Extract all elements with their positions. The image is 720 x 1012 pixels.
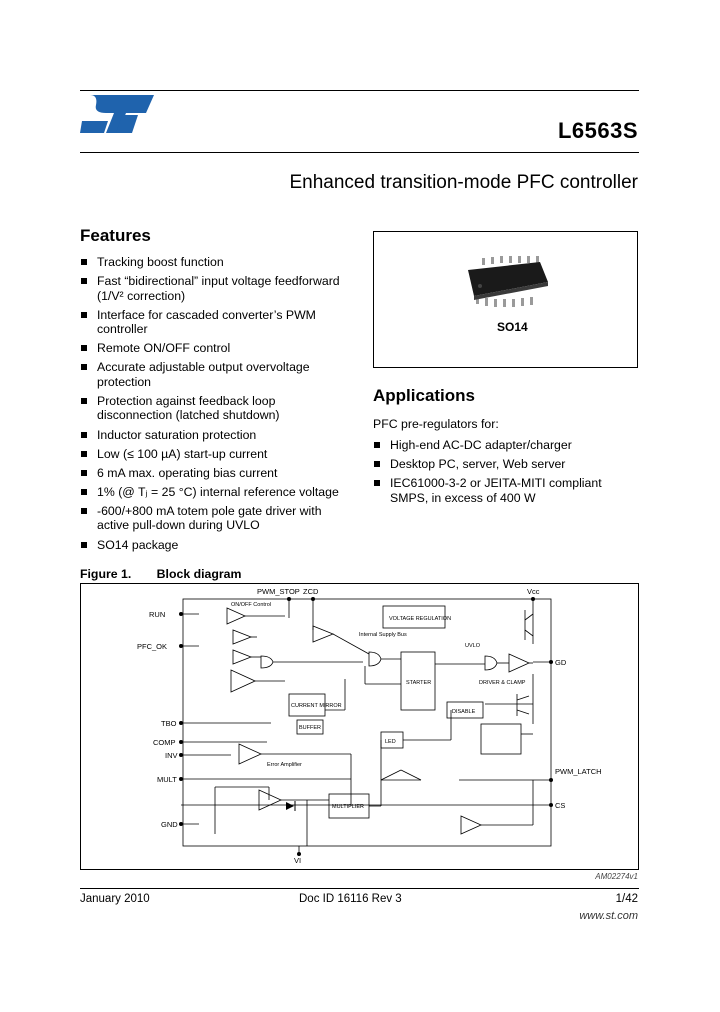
pin-tbo: TBO <box>161 719 177 728</box>
block-uvlo: UVLO <box>465 643 481 649</box>
block-diagram: RUN PFC_OK TBO COMP INV MULT GND PWM_STO… <box>80 583 639 870</box>
block-current-mirror: CURRENT MIRROR <box>291 703 342 709</box>
block-multiplier: MULTIPLIER <box>332 804 364 810</box>
pin-zcd: ZCD <box>303 587 319 596</box>
st-logo <box>80 95 154 133</box>
list-item: Fast “bidirectional” input voltage feedf… <box>80 274 350 303</box>
features-section: Features Tracking boost function Fast “b… <box>80 226 350 557</box>
figure-caption: Figure 1. Block diagram <box>80 567 241 581</box>
block-diagram-drawing: RUN PFC_OK TBO COMP INV MULT GND PWM_STO… <box>137 587 602 865</box>
pin-gnd: GND <box>161 820 178 829</box>
list-item: IEC61000-3-2 or JEITA-MITI compliant SMP… <box>373 476 641 505</box>
list-item: 1% (@ Tⱼ = 25 °C) internal reference vol… <box>80 485 350 500</box>
list-item: Desktop PC, server, Web server <box>373 457 641 472</box>
figure-number: Figure 1. <box>80 567 132 581</box>
block-error-amplifier: Error Amplifier <box>267 762 302 768</box>
block-internal-supply: Internal Supply Bus <box>359 632 407 638</box>
title-rule <box>80 152 639 153</box>
pin-vi: VI <box>294 856 301 865</box>
block-buffer: BUFFER <box>299 725 321 731</box>
list-item: -600/+800 mA totem pole gate driver with… <box>80 504 350 533</box>
list-item: Accurate adjustable output overvoltage p… <box>80 360 350 389</box>
pin-vcc: Vcc <box>527 587 540 596</box>
applications-list: High-end AC-DC adapter/charger Desktop P… <box>373 438 641 505</box>
pin-gd: GD <box>555 658 567 667</box>
footer-page: 1/42 <box>615 893 638 905</box>
pin-mult: MULT <box>157 775 177 784</box>
applications-heading: Applications <box>373 386 476 405</box>
features-list: Tracking boost function Fast “bidirectio… <box>80 255 350 552</box>
list-item: SO14 package <box>80 538 350 553</box>
pin-inv: INV <box>165 751 178 760</box>
block-driver: DRIVER & CLAMP <box>479 680 526 686</box>
pin-pwm-stop: PWM_STOP <box>257 587 300 596</box>
part-number: L6563S <box>557 118 638 143</box>
list-item: Protection against feedback loop disconn… <box>80 394 350 423</box>
block-led: LED <box>385 739 396 745</box>
list-item: Tracking boost function <box>80 255 350 270</box>
features-heading: Features <box>80 226 151 245</box>
list-item: Remote ON/OFF control <box>80 341 350 356</box>
figure-title: Block diagram <box>156 567 242 581</box>
so14-package-image <box>468 256 548 307</box>
package-label: SO14 <box>497 320 528 334</box>
block-starter: STARTER <box>406 680 431 686</box>
list-item: Interface for cascaded converter’s PWM c… <box>80 308 350 337</box>
list-item: Inductor saturation protection <box>80 428 350 443</box>
top-rule <box>80 90 639 91</box>
footer-date: January 2010 <box>80 893 150 905</box>
list-item: 6 mA max. operating bias current <box>80 466 350 481</box>
pin-comp: COMP <box>153 738 176 747</box>
applications-intro: PFC pre-regulators for: <box>373 417 499 431</box>
footer-url[interactable]: www.st.com <box>579 910 638 922</box>
applications-section: Applications PFC pre-regulators for: Hig… <box>373 386 641 510</box>
footer-doc-id: Doc ID 16116 Rev 3 <box>299 893 402 905</box>
pin-pwm-latch: PWM_LATCH <box>555 767 602 776</box>
package-box: SO14 <box>373 231 638 368</box>
list-item: Low (≤ 100 µA) start-up current <box>80 447 350 462</box>
figure-code: AM02274v1 <box>595 872 638 881</box>
footer-rule <box>80 888 639 889</box>
document-subtitle: Enhanced transition-mode PFC controller <box>289 172 638 193</box>
block-voltage-regulation: VOLTAGE REGULATION <box>389 616 451 622</box>
pin-run: RUN <box>149 610 165 619</box>
pin-cs: CS <box>555 801 565 810</box>
pin-pfc-ok: PFC_OK <box>137 642 167 651</box>
list-item: High-end AC-DC adapter/charger <box>373 438 641 453</box>
block-disable: DISABLE <box>452 709 476 715</box>
block-onoff-control: ON/OFF Control <box>231 602 271 608</box>
